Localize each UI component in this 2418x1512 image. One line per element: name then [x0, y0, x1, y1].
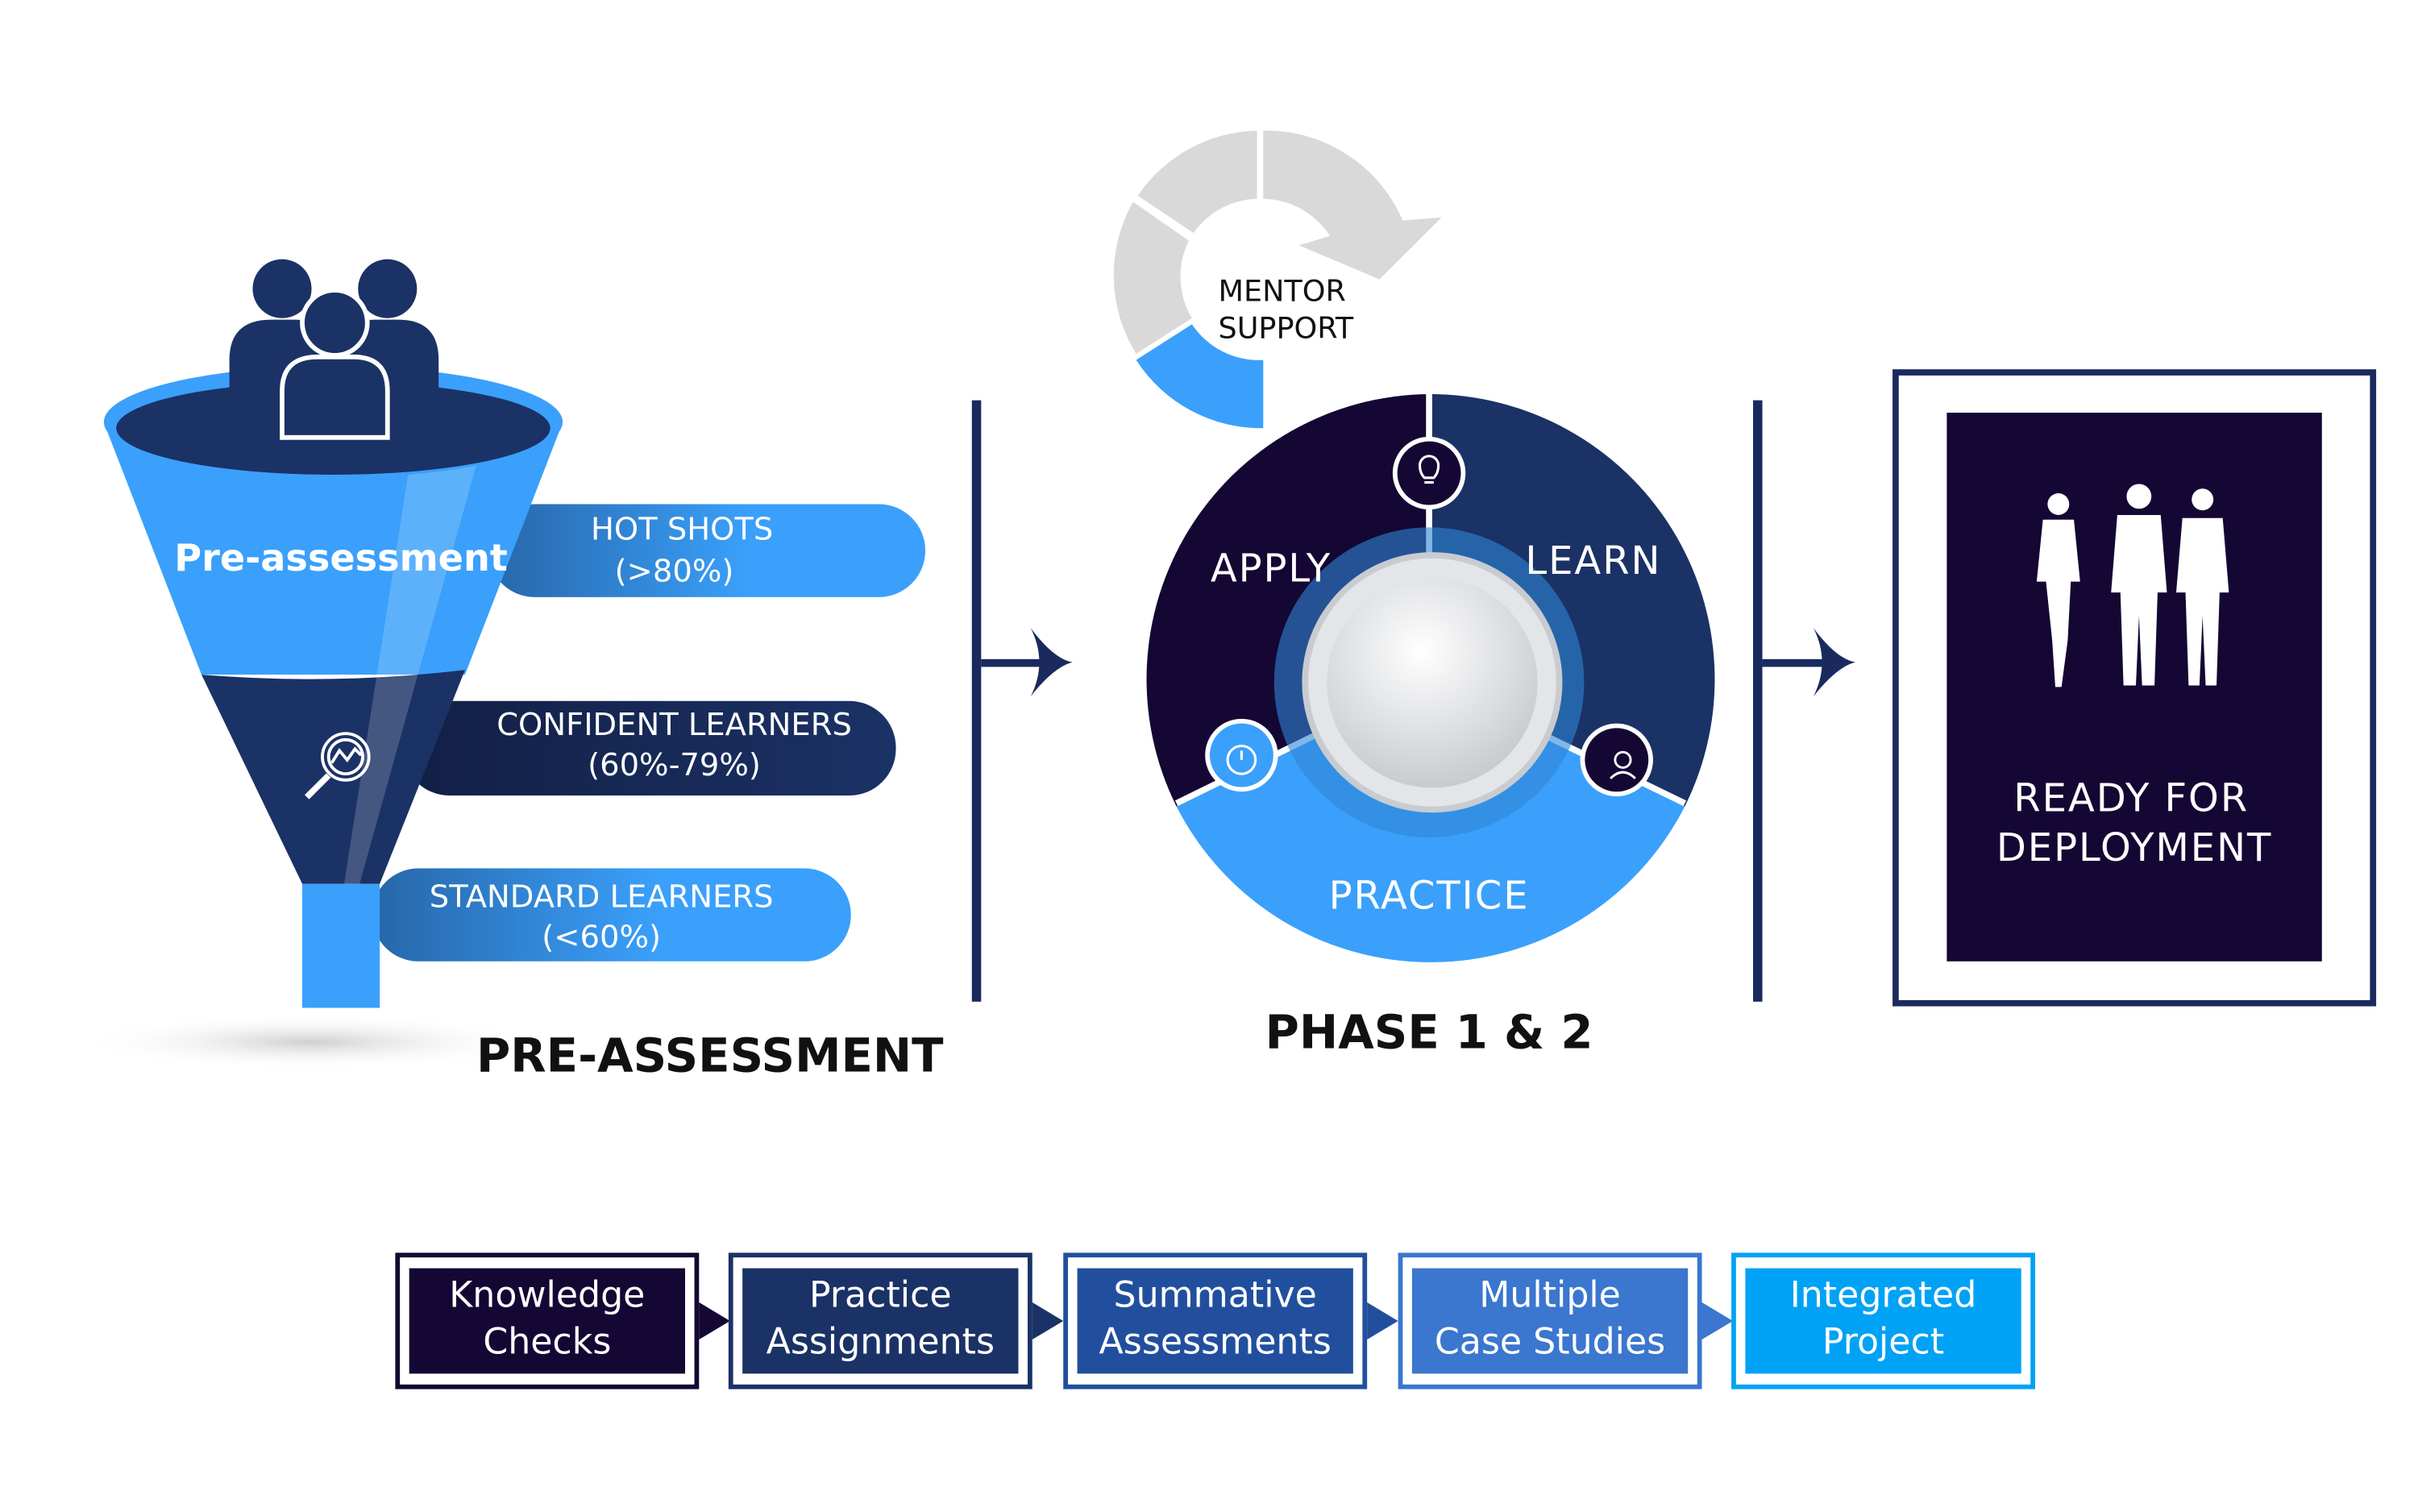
step-box — [1745, 1268, 2021, 1374]
tier-range-standard: (<60%) — [542, 920, 661, 956]
segment-apply-label: APPLY — [1211, 546, 1332, 592]
step-label-line1: Summative — [1114, 1275, 1317, 1316]
tier-label-standard: STANDARD LEARNERS — [430, 879, 774, 916]
funnel-stem — [302, 883, 380, 1008]
step-connector-arrow — [1367, 1302, 1398, 1340]
step-label-line1: Knowledge — [449, 1275, 645, 1316]
funnel-highlight — [343, 450, 481, 884]
step-connector-arrow — [1032, 1302, 1064, 1340]
step-connector-arrow — [699, 1302, 730, 1340]
business-people-icon — [2036, 484, 2229, 687]
mentor-label-line2: SUPPORT — [1219, 311, 1354, 346]
people-icon — [229, 259, 439, 440]
center-orb — [1327, 576, 1538, 788]
funnel: Pre-assessment HOT SHOTS (>80%) CONFIDEN… — [77, 259, 944, 1082]
deployment-card: READY FOR DEPLOYMENT — [1892, 369, 2377, 1007]
segment-learn-label: LEARN — [1525, 538, 1661, 584]
funnel-upper — [105, 426, 562, 675]
deployment-line2: DEPLOYMENT — [1996, 825, 2272, 870]
step-box — [1077, 1268, 1353, 1374]
separator-arrow-2 — [1753, 400, 1855, 1002]
step-label-line1: Integrated — [1790, 1275, 1977, 1316]
segment-practice-label: PRACTICE — [1329, 873, 1530, 918]
step-connector-arrow — [1701, 1302, 1733, 1340]
step-label-line2: Checks — [483, 1321, 611, 1362]
step-box — [409, 1268, 685, 1374]
step-label-line1: Multiple — [1479, 1275, 1621, 1316]
tier-bar-confident — [403, 700, 896, 796]
tier-label-hot-shots: HOT SHOTS — [591, 512, 773, 548]
lightbulb-icon — [1392, 436, 1466, 510]
phase-caption: PHASE 1 & 2 — [1265, 1005, 1593, 1060]
tier-bar-standard — [372, 868, 851, 962]
funnel-title: Pre-assessment — [174, 536, 508, 579]
phase-cycle: APPLY LEARN PRACTICE PHASE 1 & 2 — [1146, 393, 1715, 1060]
mentor-label-line1: MENTOR — [1219, 274, 1346, 309]
step-label-line2: Project — [1822, 1321, 1944, 1362]
deployment-line1: READY FOR — [2013, 775, 2249, 820]
funnel-shadow — [77, 1014, 543, 1070]
settings-person-icon — [1580, 723, 1653, 797]
separator-arrow-1 — [971, 400, 1073, 1002]
step-label-line2: Assignments — [767, 1321, 995, 1362]
step-label-line2: Assessments — [1099, 1321, 1332, 1362]
analytics-search-icon — [305, 732, 371, 800]
steps-row: KnowledgeChecksPracticeAssignmentsSummat… — [395, 1252, 2035, 1389]
mentor-support-cycle: MENTOR SUPPORT — [1113, 131, 1442, 429]
tier-bar-hot-shots — [488, 504, 926, 597]
tier-label-confident: CONFIDENT LEARNERS — [496, 707, 852, 743]
tier-range-confident: (60%-79%) — [588, 747, 761, 783]
step-label-line2: Case Studies — [1435, 1321, 1665, 1362]
step-label-line1: Practice — [809, 1275, 952, 1316]
tier-range-hot-shots: (>80%) — [615, 554, 734, 590]
step-box — [742, 1268, 1019, 1374]
step-box — [1411, 1268, 1689, 1374]
pre-assessment-caption: PRE-ASSESSMENT — [476, 1028, 944, 1082]
